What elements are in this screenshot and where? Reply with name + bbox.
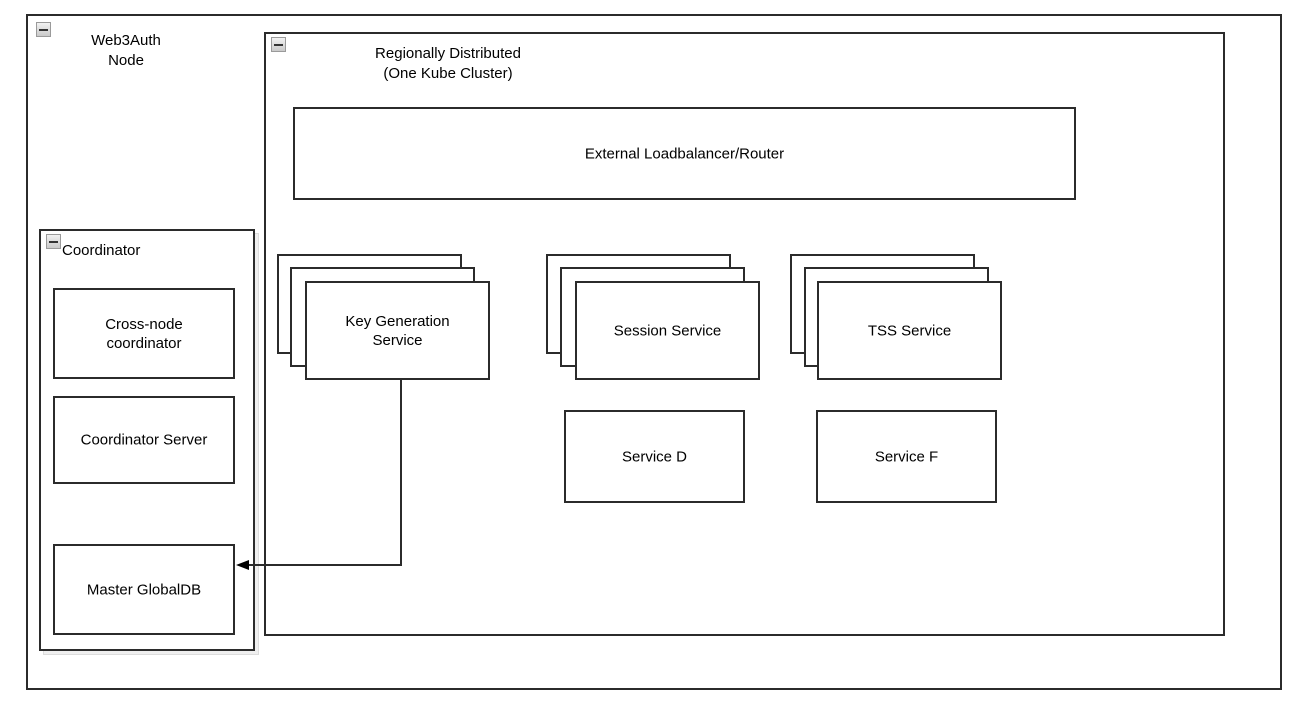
session-service-label: Session Service [613, 322, 722, 339]
key-generation-service-label: Key Generation Service [345, 312, 450, 349]
coordinator-title: Coordinator [62, 242, 141, 259]
coordinator-server-label: Coordinator Server [80, 431, 208, 449]
region-title: Regionally Distributed (One Kube Cluster… [375, 45, 521, 82]
external-loadbalancer-router-label: External Loadbalancer/Router [584, 145, 785, 162]
cross-node-coordinator-label: Cross-node coordinator [105, 315, 183, 352]
service-d-label: Service D [621, 448, 688, 465]
service-f-box[interactable]: Service F [816, 410, 997, 503]
coordinator-server-box[interactable]: Coordinator Server [53, 396, 235, 484]
tss-service-box[interactable]: TSS Service [817, 281, 1002, 380]
external-loadbalancer-router-box[interactable]: External Loadbalancer/Router [293, 107, 1076, 200]
web3auth-node-title: Web3Auth Node [91, 32, 161, 69]
key-generation-service-box[interactable]: Key Generation Service [305, 281, 490, 380]
cross-node-coordinator-box[interactable]: Cross-node coordinator [53, 288, 235, 379]
service-d-box[interactable]: Service D [564, 410, 745, 503]
service-f-label: Service F [874, 448, 939, 465]
coordinator-collapse-icon[interactable] [46, 234, 61, 249]
session-service-box[interactable]: Session Service [575, 281, 760, 380]
tss-service-label: TSS Service [867, 322, 952, 339]
master-globaldb-box[interactable]: Master GlobalDB [53, 544, 235, 635]
master-globaldb-label: Master GlobalDB [86, 581, 202, 598]
web3auth-node-collapse-icon[interactable] [36, 22, 51, 37]
region-collapse-icon[interactable] [271, 37, 286, 52]
